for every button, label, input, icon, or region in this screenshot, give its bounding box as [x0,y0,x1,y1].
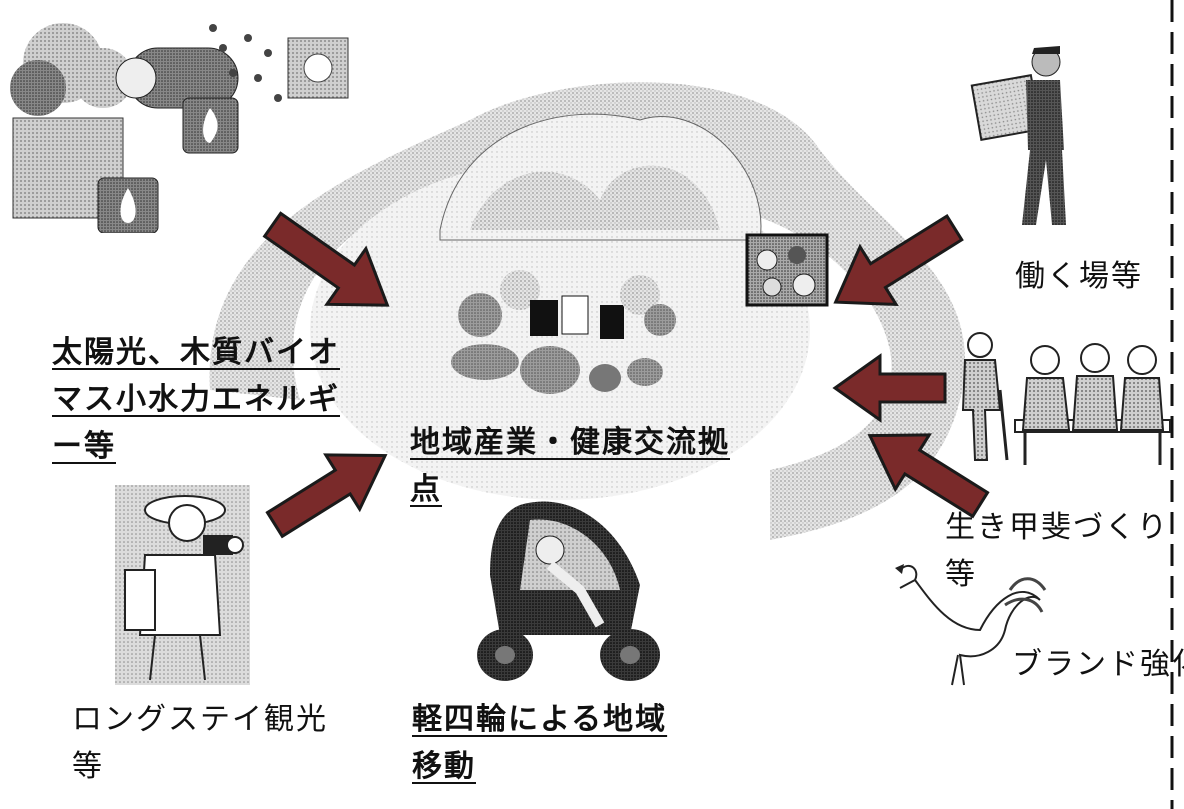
mobility-label-line-2: 移動 [412,749,476,784]
energy-label-line-1: 太陽光、木質バイオ [52,335,340,370]
delivery-worker-icon [970,46,1066,225]
energy-label: 太陽光、木質バイオ マス小水力エネルギ ー等 [52,338,340,479]
purpose-label-line-1: 生き甲斐づくり [945,510,1169,545]
tourism-label-line-2: 等 [72,749,104,784]
energy-label-line-3: ー等 [52,429,116,464]
micro-car-icon [477,501,660,681]
renewable-energy-icon [10,23,349,233]
mobility-label-line-1: 軽四輪による地域 [412,702,668,737]
arrow-elders-icon [832,353,947,423]
rooster-icon [895,564,1047,686]
purpose-label: 生き甲斐づくり 等 [945,513,1169,607]
elderly-people-icon [961,332,1171,465]
hub-label-line-1: 地域産業・健康交流拠 [410,425,730,460]
photographer-icon [115,485,250,685]
arrow-tourism-icon [265,453,388,539]
tourism-label-line-1: ロングステイ観光 [72,702,328,737]
arrow-work-icon [833,213,964,307]
brand-label-text: ブランド強化 [1012,647,1184,682]
hub-label-line-2: 点 [410,472,442,507]
arrows [262,211,990,539]
bento-food-icon [745,233,829,307]
work-label: 働く場等 [1015,262,1143,309]
mobility-label: 軽四輪による地域 移動 [412,705,667,799]
tourism-label: ロングステイ観光 等 [72,705,328,799]
work-label-text: 働く場等 [1015,259,1143,294]
brand-label: ブランド強化 [1012,650,1184,697]
energy-label-line-2: マス小水力エネルギ [52,382,340,417]
arrow-purpose-icon [867,433,990,519]
village-hub-icon [451,270,676,394]
arrow-energy-icon [262,211,390,307]
hub-label: 地域産業・健康交流拠 点 [410,428,730,522]
purpose-label-line-2: 等 [945,557,977,592]
